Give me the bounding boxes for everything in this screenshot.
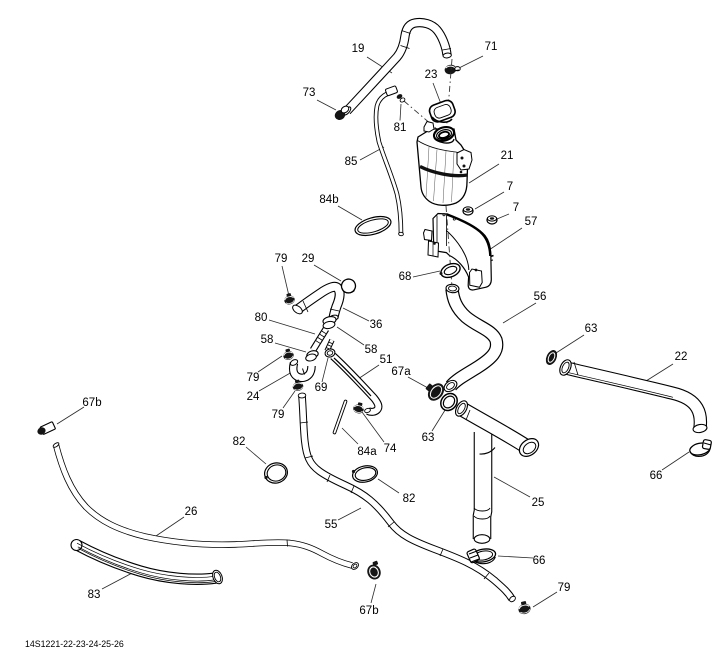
svg-text:58: 58: [365, 344, 378, 356]
svg-text:29: 29: [302, 253, 315, 265]
svg-text:67b: 67b: [359, 605, 378, 617]
svg-text:66: 66: [533, 555, 546, 567]
svg-text:73: 73: [303, 87, 316, 99]
svg-text:14S1221-22-23-24-25-26: 14S1221-22-23-24-25-26: [25, 639, 124, 649]
svg-text:56: 56: [534, 291, 547, 303]
svg-text:79: 79: [272, 409, 285, 421]
svg-text:63: 63: [422, 432, 435, 444]
svg-text:66: 66: [650, 470, 663, 482]
svg-text:58: 58: [261, 334, 274, 346]
svg-text:55: 55: [325, 519, 338, 531]
svg-text:26: 26: [185, 506, 198, 518]
svg-text:69: 69: [315, 382, 328, 394]
svg-text:63: 63: [585, 323, 598, 335]
svg-text:74: 74: [384, 443, 397, 455]
svg-text:7: 7: [513, 202, 519, 214]
svg-text:24: 24: [247, 391, 260, 403]
svg-text:79: 79: [558, 582, 571, 594]
svg-text:80: 80: [255, 312, 268, 324]
svg-text:25: 25: [532, 497, 545, 509]
svg-text:85: 85: [345, 156, 358, 168]
svg-text:7: 7: [507, 181, 513, 193]
svg-text:22: 22: [675, 351, 688, 363]
svg-text:84b: 84b: [319, 194, 338, 206]
svg-text:67a: 67a: [391, 366, 411, 378]
svg-text:23: 23: [425, 69, 438, 81]
svg-text:51: 51: [380, 354, 393, 366]
svg-text:67b: 67b: [82, 397, 101, 409]
svg-text:57: 57: [525, 216, 538, 228]
svg-text:36: 36: [370, 319, 383, 331]
svg-text:82: 82: [233, 436, 246, 448]
svg-text:21: 21: [501, 150, 514, 162]
svg-text:71: 71: [485, 41, 498, 53]
svg-text:83: 83: [88, 589, 101, 601]
svg-text:82: 82: [403, 493, 416, 505]
svg-text:84a: 84a: [357, 446, 377, 458]
svg-text:81: 81: [394, 122, 407, 134]
svg-text:19: 19: [352, 43, 365, 55]
svg-text:79: 79: [247, 372, 260, 384]
svg-text:79: 79: [275, 253, 288, 265]
svg-text:68: 68: [399, 271, 412, 283]
